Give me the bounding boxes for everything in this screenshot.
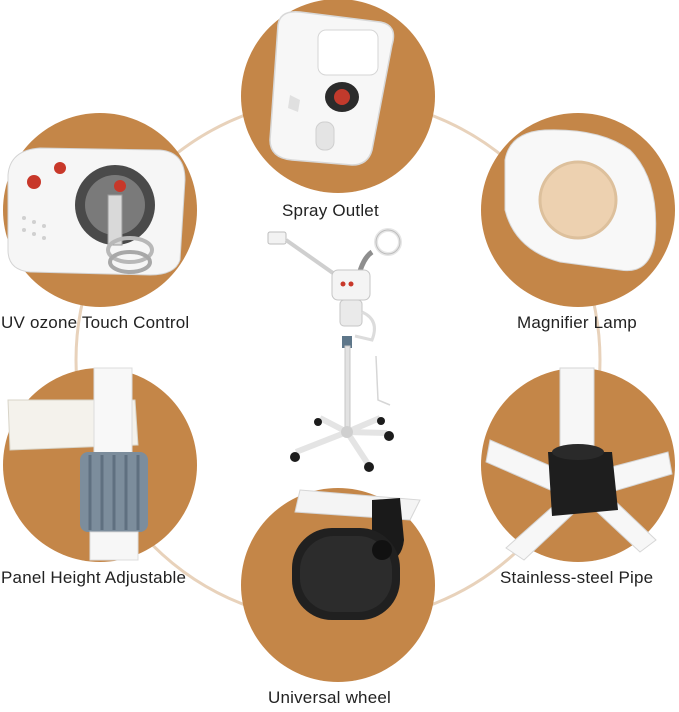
label-stainless-steel-pipe: Stainless-steel Pipe — [500, 568, 654, 587]
universal-wheel-photo — [241, 488, 435, 682]
label-panel-height-adjustable: Panel Height Adjustable — [1, 568, 187, 587]
label-spray-outlet: Spray Outlet — [282, 201, 379, 220]
label-uv-ozone-touch-control: UV ozone Touch Control — [1, 313, 190, 332]
facial-steamer-product — [267, 228, 402, 472]
uv-ozone-control-photo — [3, 113, 197, 307]
magnifier-lamp-photo — [481, 113, 675, 307]
spray-outlet-photo — [241, 0, 435, 193]
label-universal-wheel: Universal wheel — [268, 688, 391, 707]
label-magnifier-lamp: Magnifier Lamp — [517, 313, 637, 332]
steel-pipe-photo — [481, 367, 675, 562]
height-adjust-photo — [3, 367, 197, 562]
